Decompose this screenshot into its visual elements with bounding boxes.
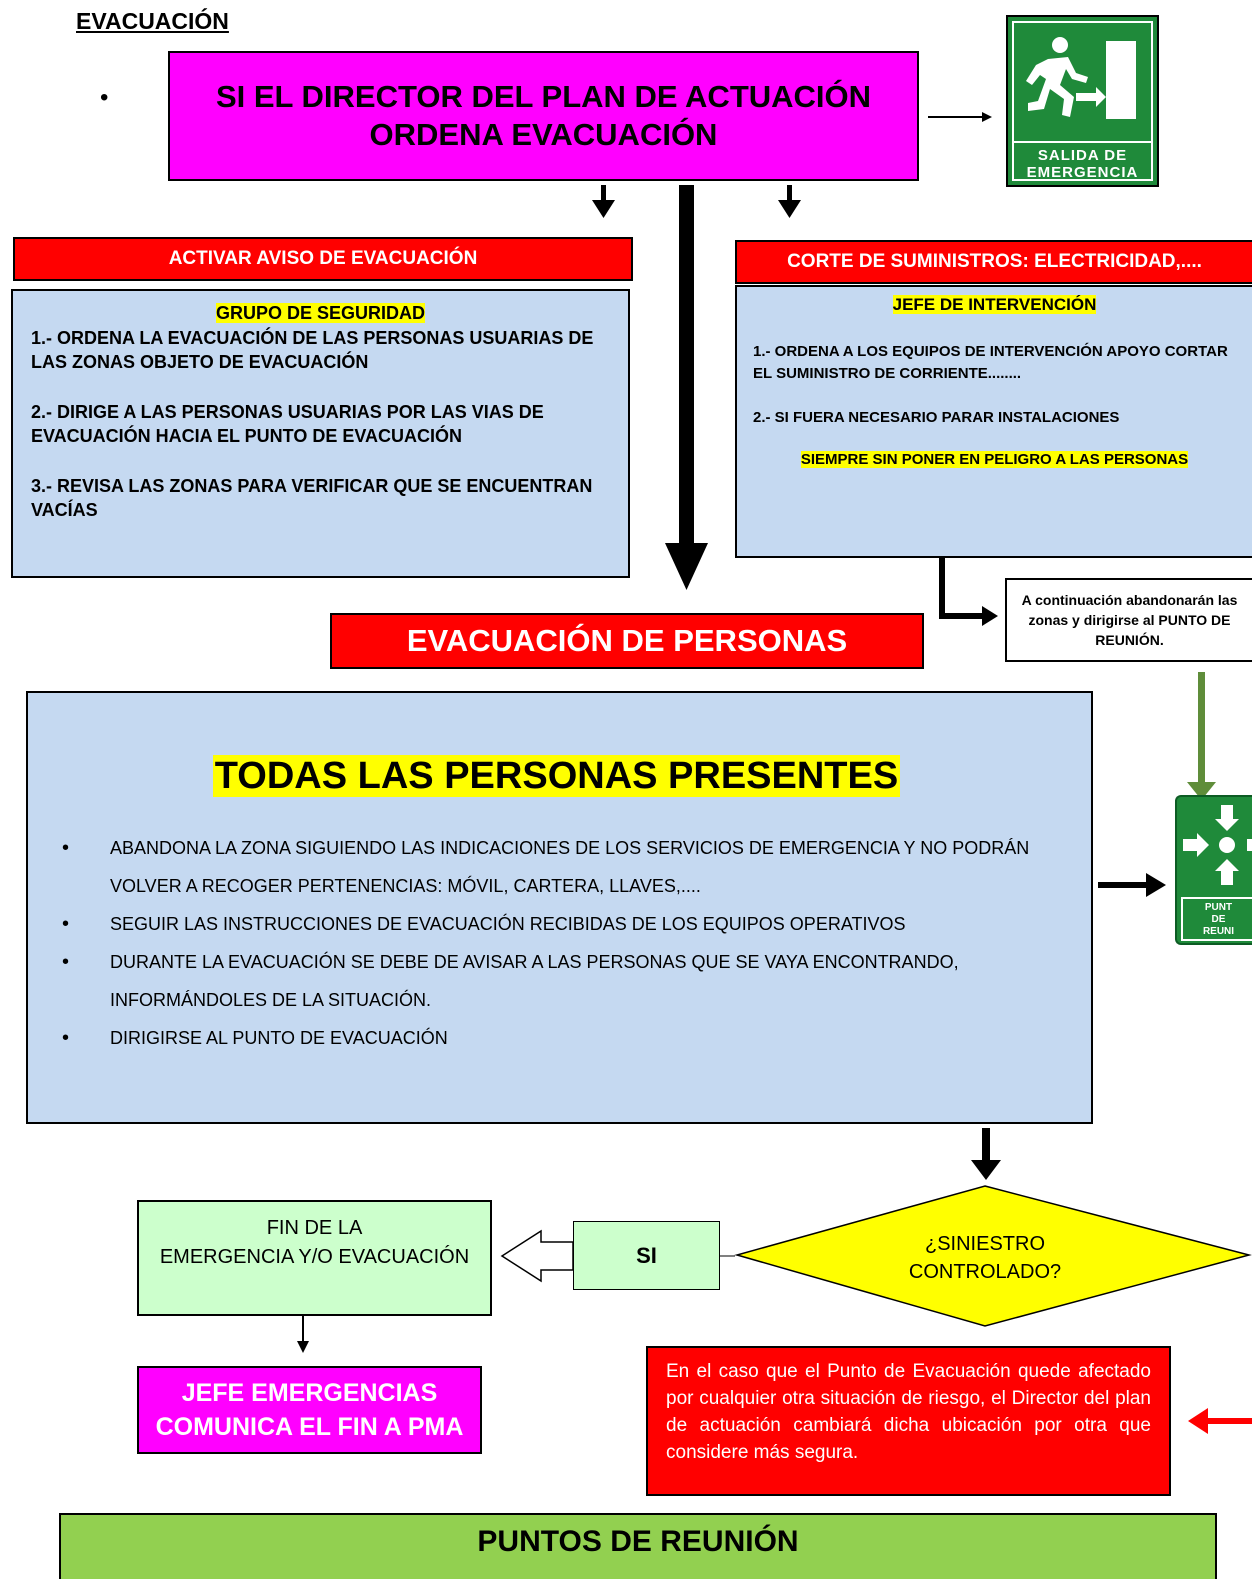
puntos-reunion-box: PUNTOS DE REUNIÓN	[59, 1513, 1217, 1579]
todas-item-3: DURANTE LA EVACUACIÓN SE DEBE DE AVISAR …	[48, 943, 1065, 1019]
fin-box: FIN DE LA EMERGENCIA Y/O EVACUACIÓN	[137, 1200, 492, 1316]
jefe-item-2: 2.- SI FUERA NECESARIO PARAR INSTALACION…	[753, 409, 1120, 426]
jefe-emergencias-line-1: JEFE EMERGENCIAS	[181, 1379, 438, 1407]
arrow-down-to-jefe-emergencias	[297, 1316, 309, 1353]
grupo-item-1: 1.- ORDENA LA EVACUACIÓN DE LAS PERSONAS…	[31, 328, 594, 372]
assembly-point-icon	[1183, 805, 1252, 885]
director-line-1: SI EL DIRECTOR DEL PLAN DE ACTUACIÓN	[215, 79, 872, 114]
hollow-arrow-to-fin	[500, 1229, 574, 1283]
todas-item-2: SEGUIR LAS INSTRUCCIONES DE EVACUACIÓN R…	[48, 905, 1065, 943]
bullet-marker: •	[100, 84, 109, 111]
fin-line-2: EMERGENCIA Y/O EVACUACIÓN	[159, 1246, 470, 1268]
jefe-item-1: 1.- ORDENA A LOS EQUIPOS DE INTERVENCIÓN…	[753, 343, 1228, 382]
arrow-down-green	[1187, 672, 1216, 800]
si-box: SI	[573, 1221, 720, 1290]
continuacion-box: A continuación abandonarán las zonas y d…	[1005, 578, 1252, 662]
arrow-left-red	[1188, 1408, 1252, 1434]
exit-sign-line-2: EMERGENCIA	[1026, 164, 1139, 181]
siniestro-text: ¿SINIESTRO CONTROLADO?	[850, 1228, 1120, 1288]
running-man-exit-icon	[1026, 37, 1136, 119]
evacuacion-personas-header: EVACUACIÓN DE PERSONAS	[330, 613, 924, 669]
exit-sign: SALIDA DE EMERGENCIA	[1006, 15, 1159, 187]
grupo-item-3: 3.- REVISA LAS ZONAS PARA VERIFICAR QUE …	[31, 476, 593, 520]
punto-sign-line-1: PUNT	[1204, 902, 1233, 913]
exit-sign-line-1: SALIDA DE	[1037, 147, 1128, 164]
todas-personas-box: TODAS LAS PERSONAS PRESENTES ABANDONA LA…	[26, 691, 1093, 1124]
siniestro-line-1: ¿SINIESTRO	[924, 1233, 1045, 1255]
grupo-seguridad-box: GRUPO DE SEGURIDAD 1.- ORDENA LA EVACUAC…	[11, 289, 630, 578]
fin-line-1: FIN DE LA	[266, 1217, 363, 1239]
arrow-right-to-punto	[1098, 873, 1166, 897]
arrow-down-left	[592, 185, 615, 218]
todas-title: TODAS LAS PERSONAS PRESENTES	[212, 755, 901, 797]
todas-item-1: ABANDONA LA ZONA SIGUIENDO LAS INDICACIO…	[48, 829, 1065, 905]
grupo-item-2: 2.- DIRIGE A LAS PERSONAS USUARIAS POR L…	[31, 402, 544, 446]
arrow-down-center	[665, 185, 708, 590]
siniestro-diamond	[734, 1185, 1252, 1327]
aviso-header: ACTIVAR AVISO DE EVACUACIÓN	[13, 237, 633, 281]
todas-item-4: DIRIGIRSE AL PUNTO DE EVACUACIÓN	[48, 1019, 1065, 1057]
jefe-emergencias-box: JEFE EMERGENCIAS COMUNICA EL FIN A PMA	[137, 1366, 482, 1454]
jefe-intervencion-box: JEFE DE INTERVENCIÓN 1.- ORDENA A LOS EQ…	[735, 285, 1252, 558]
jefe-emergencias-line-2: COMUNICA EL FIN A PMA	[155, 1413, 464, 1441]
punto-sign-line-3: REUNI	[1202, 926, 1235, 937]
page-title: EVACUACIÓN	[76, 8, 229, 34]
jefe-warning: SIEMPRE SIN PONER EN PELIGRO A LAS PERSO…	[800, 451, 1189, 468]
punto-sign-line-2: DE	[1211, 914, 1226, 925]
punto-reunion-sign: PUNT DE REUNI	[1175, 795, 1252, 945]
grupo-title: GRUPO DE SEGURIDAD	[215, 303, 426, 323]
red-note-box: En el caso que el Punto de Evacuación qu…	[646, 1346, 1171, 1496]
corte-header: CORTE DE SUMINISTROS: ELECTRICIDAD,....	[735, 240, 1252, 284]
director-box: SI EL DIRECTOR DEL PLAN DE ACTUACIÓN ORD…	[168, 51, 919, 181]
arrow-elbow-to-continuacion	[939, 557, 998, 626]
siniestro-line-2: CONTROLADO?	[908, 1261, 1062, 1283]
arrow-down-right	[778, 185, 801, 218]
director-line-2: ORDENA EVACUACIÓN	[369, 117, 718, 152]
arrow-down-to-diamond	[971, 1128, 1001, 1180]
jefe-title: JEFE DE INTERVENCIÓN	[892, 295, 1097, 314]
